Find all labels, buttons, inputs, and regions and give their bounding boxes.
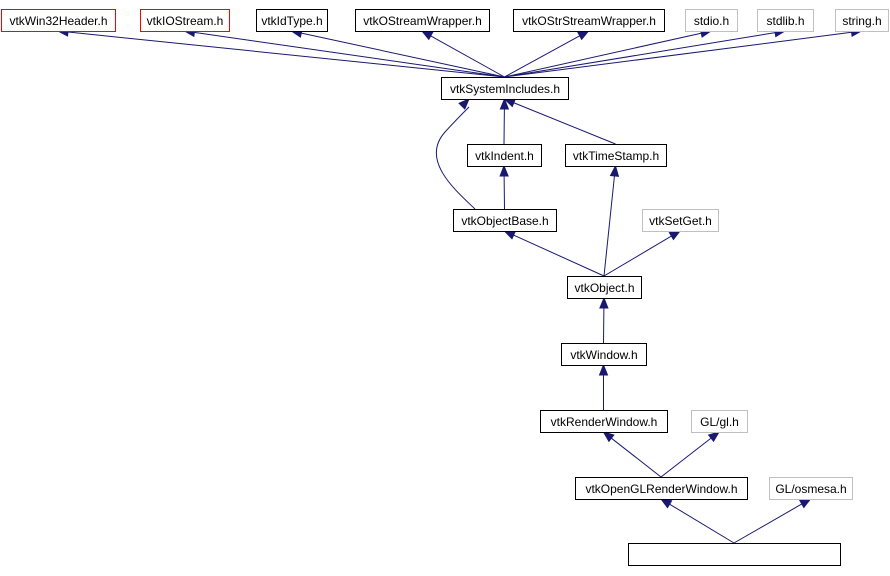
node-label: vtkObject.h — [574, 281, 634, 295]
node-label: vtkTimeStamp.h — [573, 149, 659, 163]
arrowhead-icon — [602, 431, 615, 443]
node-label: vtkOStrStreamWrapper.h — [522, 14, 656, 28]
arrowhead-icon — [577, 30, 590, 41]
node-label: vtkWinCEOpenGLRenderWindow.h — [640, 548, 829, 562]
node-vtkwin32header-h[interactable]: vtkWin32Header.h — [1, 9, 116, 32]
edge-vtkwindow-h-to-vtkobject-h — [599, 296, 609, 344]
node-box — [757, 9, 814, 32]
edge-vtksystemincludes-h-to-stdio-h — [504, 28, 713, 78]
node-gl-osmesa-h: GL/osmesa.h — [769, 477, 853, 500]
node-box — [467, 144, 542, 167]
node-vtkindent-h[interactable]: vtkIndent.h — [467, 144, 542, 167]
arrowhead-icon — [609, 164, 620, 177]
node-vtkidtype-h[interactable]: vtkIdType.h — [256, 9, 328, 32]
dependency-edges — [56, 27, 863, 544]
edge-vtkrenderwindow-h-to-vtkwindow-h — [598, 363, 609, 410]
node-box — [835, 9, 889, 32]
node-box — [691, 410, 748, 433]
node-vtkobjectbase-h[interactable]: vtkObjectBase.h — [453, 209, 557, 232]
node-vtktimestamp-h[interactable]: vtkTimeStamp.h — [565, 144, 667, 167]
node-label: vtkOStreamWrapper.h — [363, 14, 482, 28]
node-vtkopenglrenderwindow-h[interactable]: vtkOpenGLRenderWindow.h — [575, 477, 748, 500]
node-box — [453, 209, 557, 232]
node-vtkobject-h[interactable]: vtkObject.h — [567, 276, 642, 299]
edge-vtksystemincludes-h-to-vtkidtype-h — [290, 28, 505, 78]
node-label: GL/gl.h — [700, 415, 739, 429]
edge-vtkwinceopenglrenderwindow-h-to-vtkopenglrenderwindow-h — [659, 498, 735, 544]
node-vtkrenderwindow-h[interactable]: vtkRenderWindow.h — [540, 410, 668, 433]
node-box — [513, 9, 665, 32]
edge-vtksystemincludes-h-to-stdlib-h — [504, 28, 787, 78]
node-vtkostreamwrapper-h[interactable]: vtkOStreamWrapper.h — [355, 9, 490, 32]
node-vtksetget-h: vtkSetGet.h — [642, 209, 719, 232]
node-box — [1, 9, 116, 32]
arrowhead-icon — [599, 296, 609, 309]
node-label: vtkObjectBase.h — [461, 214, 548, 228]
node-box — [561, 343, 647, 366]
node-box — [575, 477, 748, 500]
edge-vtktimestamp-h-to-vtksystemincludes-h — [503, 98, 616, 145]
node-label: GL/osmesa.h — [775, 482, 846, 496]
node-box — [140, 9, 230, 32]
node-label: vtkWin32Header.h — [9, 14, 107, 28]
edge-vtkopenglrenderwindow-h-to-vtkrenderwindow-h — [602, 431, 662, 478]
arrowhead-icon — [499, 97, 510, 110]
arrowhead-icon — [799, 498, 812, 509]
edge-vtkobjectbase-h-to-vtkindent-h — [499, 164, 509, 210]
node-string-h: string.h — [835, 9, 889, 32]
node-label: vtkSystemIncludes.h — [450, 82, 560, 96]
node-label: vtkRenderWindow.h — [551, 415, 658, 429]
node-label: vtkIdType.h — [261, 14, 322, 28]
node-vtksystemincludes-h[interactable]: vtkSystemIncludes.h — [441, 77, 569, 100]
edge-vtksystemincludes-h-to-vtkiostream-h — [183, 27, 505, 78]
arrowhead-icon — [420, 30, 434, 41]
edge-vtkwinceopenglrenderwindow-h-to-gl-osmesa-h — [733, 498, 812, 544]
node-vtkiostream-h[interactable]: vtkIOStream.h — [140, 9, 230, 32]
edge-vtkobject-h-to-vtktimestamp-h — [603, 164, 620, 277]
edge-vtksystemincludes-h-to-string-h — [504, 27, 863, 78]
arrowhead-icon — [503, 230, 517, 240]
edge-vtksystemincludes-h-to-vtkwin32header-h — [56, 27, 505, 78]
node-box — [540, 410, 668, 433]
arrowhead-icon — [499, 164, 509, 177]
node-stdlib-h: stdlib.h — [757, 9, 814, 32]
node-box — [256, 9, 328, 32]
arrowhead-icon — [458, 98, 470, 110]
node-vtkwinceopenglrenderwindow-h[interactable]: vtkWinCEOpenGLRenderWindow.h — [628, 543, 841, 566]
node-box — [769, 477, 853, 500]
node-label: stdio.h — [694, 14, 729, 28]
node-label: string.h — [842, 14, 881, 28]
node-box — [355, 9, 490, 32]
node-box — [642, 209, 719, 232]
node-label: vtkIOStream.h — [147, 14, 224, 28]
edge-vtkindent-h-to-vtksystemincludes-h — [499, 97, 510, 145]
node-stdio-h: stdio.h — [685, 9, 738, 32]
node-label: vtkOpenGLRenderWindow.h — [585, 482, 737, 496]
header-nodes: vtkWin32Header.h vtkIOStream.h vtkIdType.h… — [1, 9, 889, 566]
node-label: stdlib.h — [766, 14, 804, 28]
arrowhead-icon — [598, 363, 609, 376]
arrowhead-icon — [659, 498, 673, 509]
node-label: vtkIndent.h — [475, 149, 534, 163]
edge-vtkobjectbase-h-to-vtksystemincludes-h — [435, 98, 476, 210]
edge-vtkobject-h-to-vtksetget-h — [603, 230, 682, 277]
node-vtkwindow-h[interactable]: vtkWindow.h — [561, 343, 647, 366]
arrowhead-icon — [707, 431, 721, 443]
node-box — [685, 9, 738, 32]
node-label: vtkSetGet.h — [649, 214, 712, 228]
node-box — [441, 77, 569, 100]
node-box — [565, 144, 667, 167]
node-vtkostrstreamwrapper-h[interactable]: vtkOStrStreamWrapper.h — [513, 9, 665, 32]
arrowhead-icon — [668, 230, 682, 241]
edge-vtkopenglrenderwindow-h-to-gl-gl-h — [660, 431, 721, 478]
node-box — [567, 276, 642, 299]
node-box — [628, 543, 841, 566]
edge-vtkobject-h-to-vtkobjectbase-h — [503, 230, 605, 277]
node-gl-gl-h: GL/gl.h — [691, 410, 748, 433]
node-label: vtkWindow.h — [570, 348, 637, 362]
